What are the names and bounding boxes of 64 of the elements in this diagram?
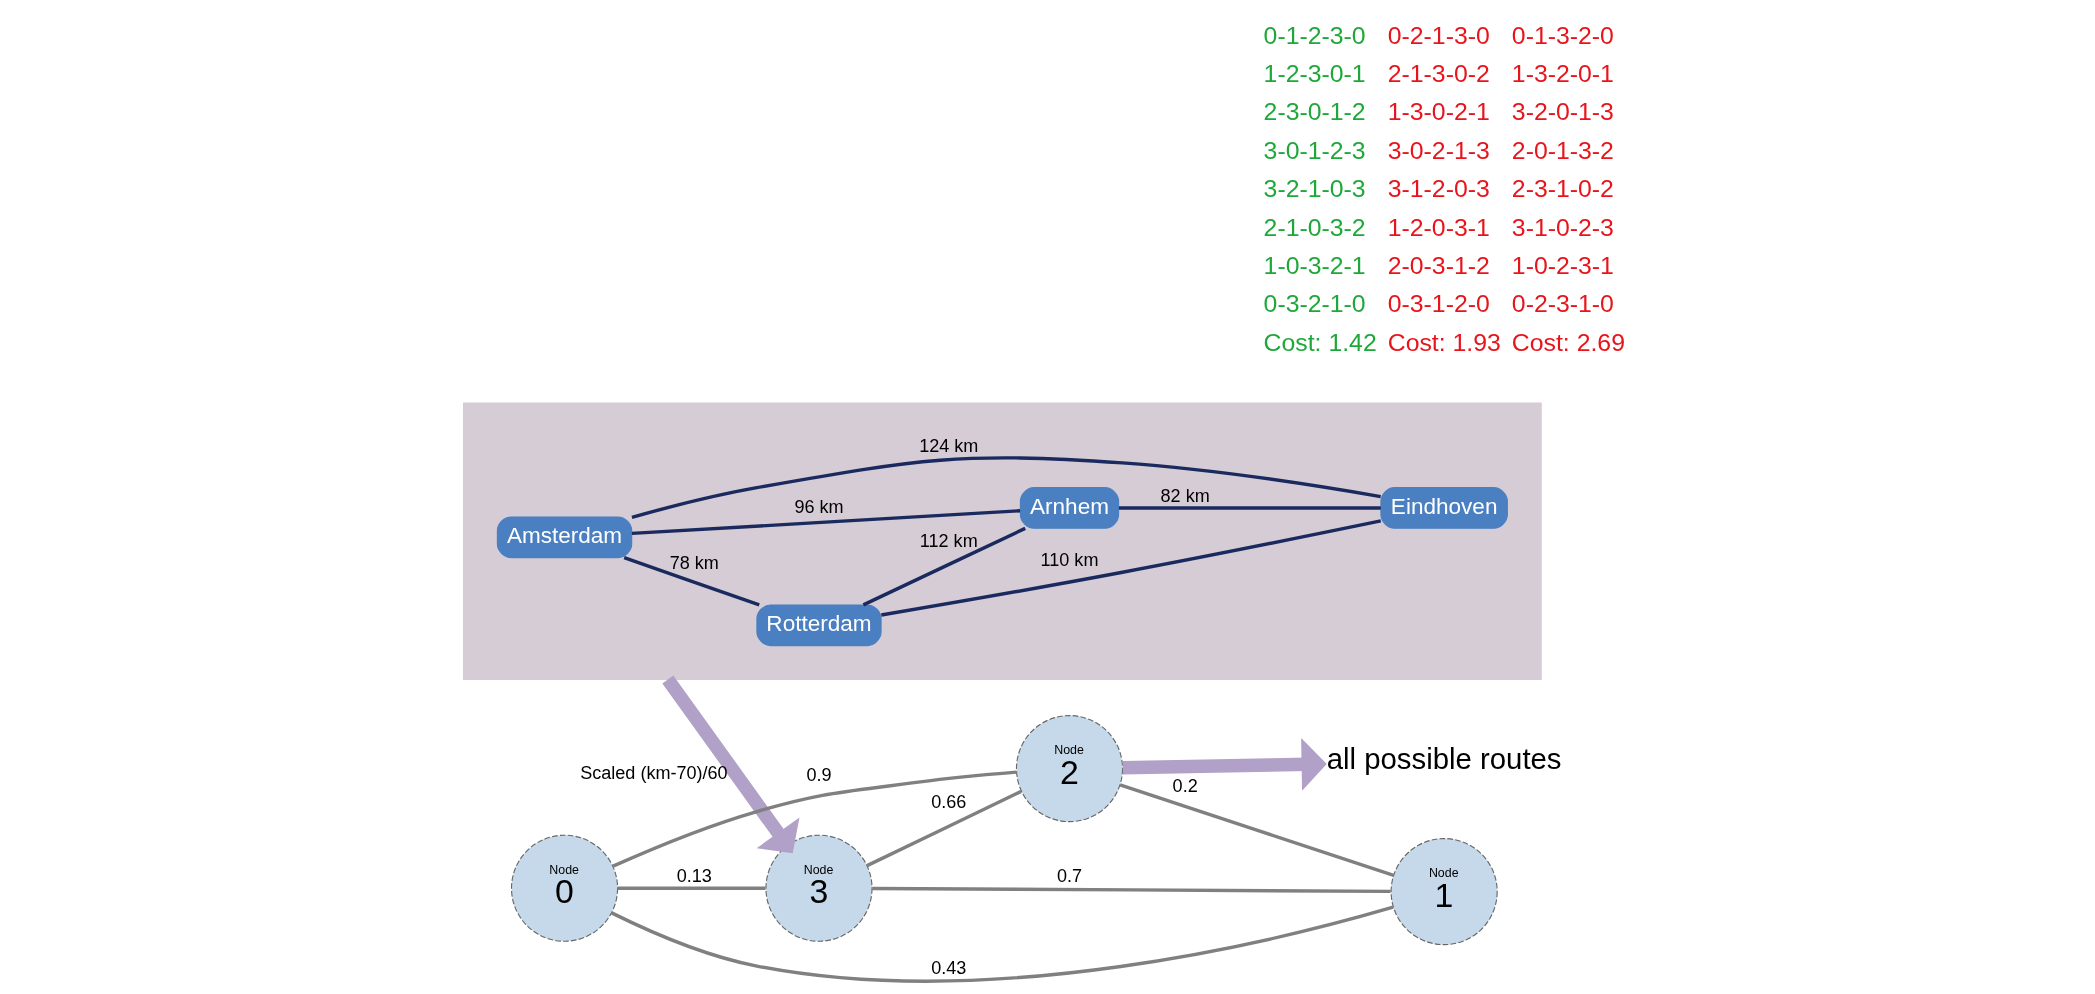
connector	[866, 789, 1022, 868]
connector	[881, 519, 1382, 617]
label: 1-0-2-3-1	[1511, 251, 1614, 279]
label: 3-0-2-1-3	[1387, 136, 1490, 164]
connector	[610, 905, 1394, 983]
connector	[617, 886, 766, 890]
arrow	[1122, 738, 1327, 791]
label: 0-3-1-2-0	[1387, 290, 1490, 318]
edge-label: 0.2	[1172, 776, 1198, 797]
connector	[872, 886, 1391, 894]
connector	[862, 526, 1026, 607]
label: 1-2-3-0-1	[1263, 60, 1366, 88]
edge-label: 96 km	[794, 497, 844, 518]
label: 0-1-2-3-0	[1263, 21, 1366, 49]
edge-label: 0.13	[676, 866, 712, 887]
label: 1-2-0-3-1	[1387, 213, 1490, 241]
connector	[1119, 783, 1395, 877]
label: Cost: 1.42	[1263, 328, 1377, 356]
connector	[612, 770, 1017, 868]
cluster	[462, 402, 1542, 681]
edge-label: 0.66	[931, 791, 967, 812]
node-box: Amsterdam	[496, 516, 633, 559]
node-box: Arnhem	[1019, 487, 1120, 529]
label: Cost: 2.69	[1511, 328, 1625, 356]
label: 0-2-3-1-0	[1511, 290, 1614, 318]
label: 3-2-0-1-3	[1511, 98, 1614, 126]
label: 1-3-2-0-1	[1511, 60, 1614, 88]
label: 2-1-3-0-2	[1387, 60, 1490, 88]
node-circle: Node 1	[1390, 838, 1498, 946]
edge-label: 124 km	[919, 436, 979, 457]
edge-label: 0.7	[1056, 866, 1083, 887]
node-box: Rotterdam	[756, 604, 882, 647]
label: Cost: 1.93	[1387, 328, 1501, 356]
edge-label: 110 km	[1040, 550, 1099, 571]
edge-label: 78 km	[669, 552, 719, 573]
label: 1-0-3-2-1	[1263, 251, 1366, 279]
label: 2-1-0-3-2	[1263, 213, 1366, 241]
node-circle: Node 3	[765, 834, 873, 942]
node-text: all possible routes	[1326, 741, 1562, 775]
edge-label: 82 km	[1160, 486, 1210, 507]
label: 3-0-1-2-3	[1263, 136, 1366, 164]
label: 0-1-3-2-0	[1511, 21, 1614, 49]
connector	[631, 509, 1021, 536]
label: 2-0-1-3-2	[1511, 136, 1614, 164]
label: 1-3-0-2-1	[1387, 98, 1490, 126]
edge-label: 0.43	[931, 957, 967, 978]
label: 2-3-0-1-2	[1263, 98, 1366, 126]
edge-label: 0.9	[806, 764, 832, 785]
label: 3-2-1-0-3	[1263, 175, 1366, 203]
connector	[631, 456, 1381, 519]
arrow	[662, 675, 800, 854]
label: 3-1-0-2-3	[1511, 213, 1614, 241]
label: 3-1-2-0-3	[1387, 175, 1490, 203]
label: 2-0-3-1-2	[1387, 251, 1490, 279]
edge-label: Scaled (km-70)/60	[580, 762, 728, 783]
edge-label: 112 km	[919, 531, 978, 552]
node-circle: Node 0	[510, 834, 619, 942]
label: 2-3-1-0-2	[1511, 175, 1614, 203]
node-box: Eindhoven	[1380, 487, 1508, 529]
connector	[1118, 506, 1381, 510]
node-circle: Node 2	[1015, 715, 1124, 823]
label: 0-2-1-3-0	[1387, 21, 1490, 49]
label: 0-3-2-1-0	[1263, 290, 1366, 318]
connector	[623, 556, 760, 607]
